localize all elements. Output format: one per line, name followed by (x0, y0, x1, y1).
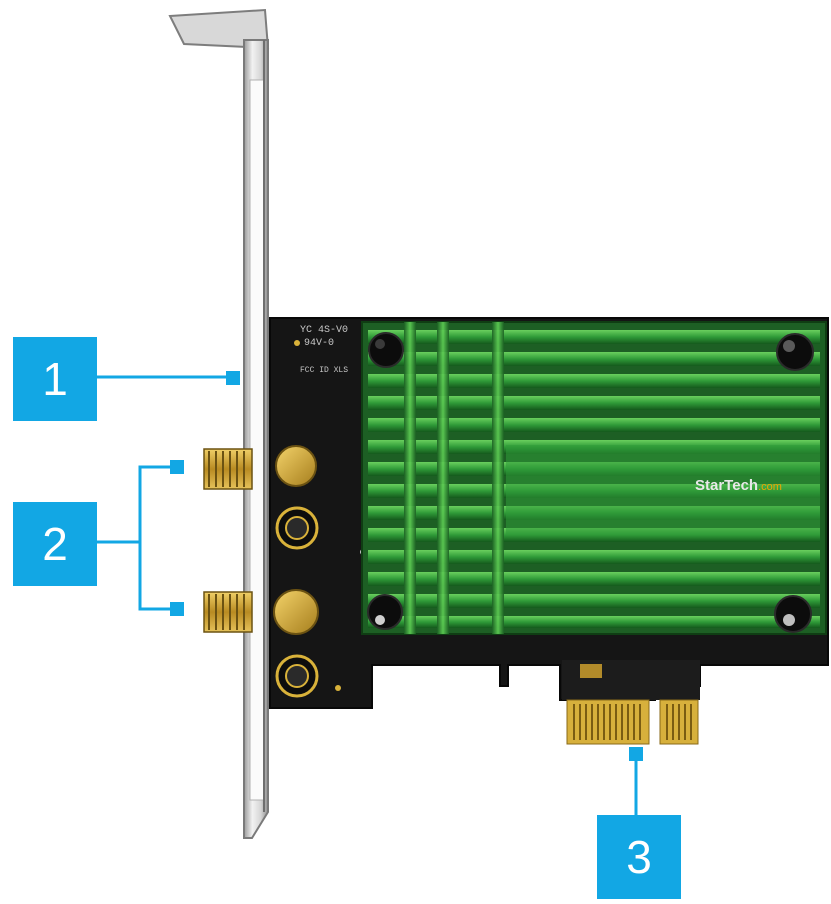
callout-2: 2 (13, 502, 97, 586)
callout-1: 1 (13, 337, 97, 421)
antenna-connector-bottom (203, 591, 253, 633)
leader-endpoint-3 (629, 747, 643, 761)
leader-endpoint-2a (170, 460, 184, 474)
leader-endpoints (170, 371, 643, 761)
leader-endpoint-2b (170, 602, 184, 616)
leader-endpoint-1 (226, 371, 240, 385)
leader-lines (97, 375, 638, 815)
brand-name: StarTech (695, 477, 758, 494)
silkscreen-line-1: YC 4S-V0 (300, 325, 348, 336)
heatsink: StarTech.com (361, 321, 827, 635)
pcie-connector (566, 664, 699, 745)
svg-text:StarTech.com: StarTech.com (695, 477, 782, 494)
antenna-connectors (203, 445, 319, 698)
callout-3: 3 (597, 815, 681, 899)
brand-suffix: .com (758, 481, 782, 493)
antenna-connector-top (203, 448, 253, 490)
silkscreen-line-3: FCC ID XLS (300, 366, 348, 375)
silkscreen-line-2: 94V-0 (304, 338, 334, 349)
leader-line-2 (97, 465, 174, 611)
mounting-bracket (168, 8, 270, 839)
